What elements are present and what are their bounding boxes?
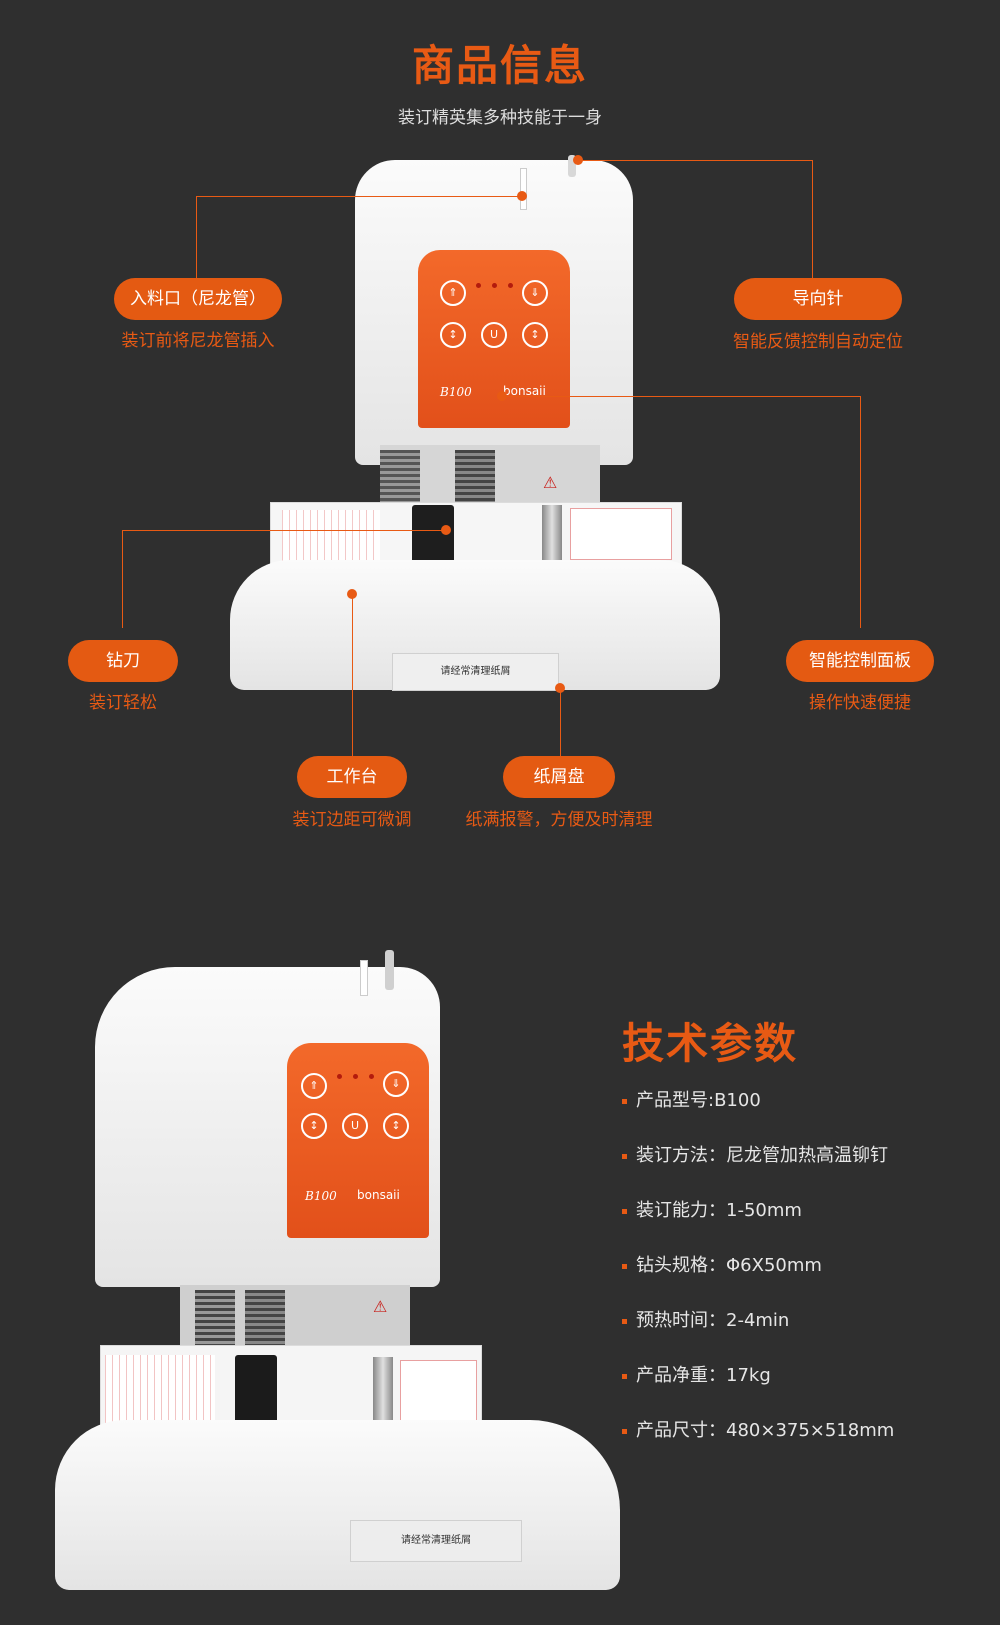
callout-dot-inlet: [517, 191, 527, 201]
brand-label: bonsaii: [503, 384, 546, 398]
guide-post: [542, 505, 562, 567]
spec-text: 产品净重：17kg: [636, 1365, 771, 1386]
spec-text: 预热时间：2-4min: [636, 1310, 790, 1331]
bind-icon: ↕: [383, 1113, 409, 1139]
specs-title: 技术参数: [622, 1019, 799, 1068]
guide-pin: [568, 155, 576, 177]
brand-label: bonsaii: [357, 1188, 400, 1202]
bullet-icon: [622, 1263, 627, 1269]
callout-desc-drill: 装订轻松: [89, 693, 157, 713]
warning-icon: ⚠: [373, 1297, 388, 1316]
drill-column: [455, 450, 495, 510]
down-icon: ⇓: [383, 1071, 409, 1097]
page-subtitle: 装订精英集多种技能于一身: [398, 108, 602, 128]
machine-base: [55, 1420, 620, 1590]
down-icon: ⇓: [522, 280, 548, 306]
led-indicator: [369, 1074, 374, 1079]
callout-dot-guide: [573, 155, 583, 165]
callout-desc-guide: 智能反馈控制自动定位: [733, 332, 903, 352]
paper-tray: 请经常清理纸屑: [350, 1520, 522, 1562]
callout-label-inlet: 入料口（尼龙管）: [114, 278, 282, 320]
led-indicator: [476, 283, 481, 288]
callout-line-inlet: [196, 196, 522, 197]
spec-text: 产品型号:B100: [636, 1090, 761, 1111]
spec-text: 钻头规格：Φ6X50mm: [636, 1255, 822, 1276]
machine-angle-image: ⇑ ⇓ ↕ U ↕ B100 bonsaii ⚠ 请经常清理纸屑: [55, 945, 620, 1605]
callout-label-tray: 纸屑盘: [503, 756, 615, 798]
callout-desc-inlet: 装订前将尼龙管插入: [121, 331, 275, 351]
led-indicator: [508, 283, 513, 288]
spec-item: 钻头规格：Φ6X50mm: [622, 1251, 822, 1277]
bullet-icon: [622, 1098, 627, 1104]
spec-text: 产品尺寸：480×375×518mm: [636, 1420, 895, 1441]
up-icon: ⇑: [301, 1073, 327, 1099]
callout-line-guide: [812, 160, 813, 278]
paper-tray-label: 请经常清理纸屑: [401, 1535, 471, 1546]
callout-line-drill: [122, 530, 123, 628]
bullet-icon: [622, 1318, 627, 1324]
callout-dot-table: [347, 589, 357, 599]
callout-desc-panel: 操作快速便捷: [809, 693, 911, 713]
spec-item: 产品净重：17kg: [622, 1361, 771, 1387]
drill-spring: [195, 1290, 235, 1350]
model-label: B100: [305, 1189, 337, 1203]
paper-tray-label: 请经常清理纸屑: [440, 666, 511, 677]
margin-ruler: [282, 510, 380, 562]
bullet-icon: [622, 1373, 627, 1379]
callout-label-guide: 导向针: [734, 278, 902, 320]
spec-item: 装订方法：尼龙管加热高温铆钉: [622, 1141, 888, 1167]
machine-front-image: ⇑ ⇓ ↕ U ↕ B100 bonsaii ⚠ 请经常清理纸屑: [230, 150, 750, 720]
spec-item: 预热时间：2-4min: [622, 1306, 789, 1332]
callout-desc-tray: 纸满报警，方便及时清理: [465, 810, 653, 830]
bind-icon: ↕: [522, 322, 548, 348]
callout-line-panel: [502, 396, 860, 397]
callout-line-inlet: [196, 196, 197, 278]
page-title: 商品信息: [411, 41, 588, 90]
warning-icon: ⚠: [543, 473, 558, 492]
drill-column: [245, 1290, 285, 1355]
nylon-tube: [360, 960, 368, 996]
spec-item: 装订能力：1-50mm: [622, 1196, 802, 1222]
nylon-tube: [520, 168, 527, 210]
spec-text: 装订能力：1-50mm: [636, 1200, 802, 1221]
guide-pin: [385, 950, 394, 990]
up-icon: ⇑: [440, 280, 466, 306]
rivet-icon: U: [481, 322, 507, 348]
warning-sticker: [570, 508, 672, 560]
callout-label-panel: 智能控制面板: [786, 640, 934, 682]
control-panel: ⇑ ⇓ ↕ U ↕ B100 bonsaii: [418, 250, 570, 428]
model-label: B100: [440, 385, 472, 399]
callout-line-panel: [860, 396, 861, 628]
led-indicator: [492, 283, 497, 288]
warning-sticker: [400, 1360, 477, 1422]
callout-desc-table: 装订边距可微调: [292, 810, 412, 830]
punch-icon: ↕: [440, 322, 466, 348]
spec-text: 装订方法：尼龙管加热高温铆钉: [636, 1145, 888, 1166]
spec-item: 产品型号:B100: [622, 1086, 761, 1112]
bullet-icon: [622, 1153, 627, 1159]
paper-tray: 请经常清理纸屑: [392, 653, 559, 691]
callout-line-tray: [560, 688, 561, 758]
control-panel: ⇑ ⇓ ↕ U ↕ B100 bonsaii: [287, 1043, 429, 1238]
callout-label-drill: 钻刀: [68, 640, 178, 682]
led-indicator: [337, 1074, 342, 1079]
callout-line-drill: [122, 530, 446, 531]
callout-label-table: 工作台: [297, 756, 407, 798]
guide-post: [373, 1357, 393, 1425]
callout-line-guide: [578, 160, 812, 161]
punch-icon: ↕: [301, 1113, 327, 1139]
bullet-icon: [622, 1428, 627, 1434]
callout-line-table: [352, 594, 353, 758]
callout-dot-panel: [497, 391, 507, 401]
drill-spring: [380, 450, 420, 505]
callout-dot-drill: [441, 525, 451, 535]
callout-dot-tray: [555, 683, 565, 693]
spec-item: 产品尺寸：480×375×518mm: [622, 1416, 894, 1442]
bullet-icon: [622, 1208, 627, 1214]
led-indicator: [353, 1074, 358, 1079]
rivet-icon: U: [342, 1113, 368, 1139]
